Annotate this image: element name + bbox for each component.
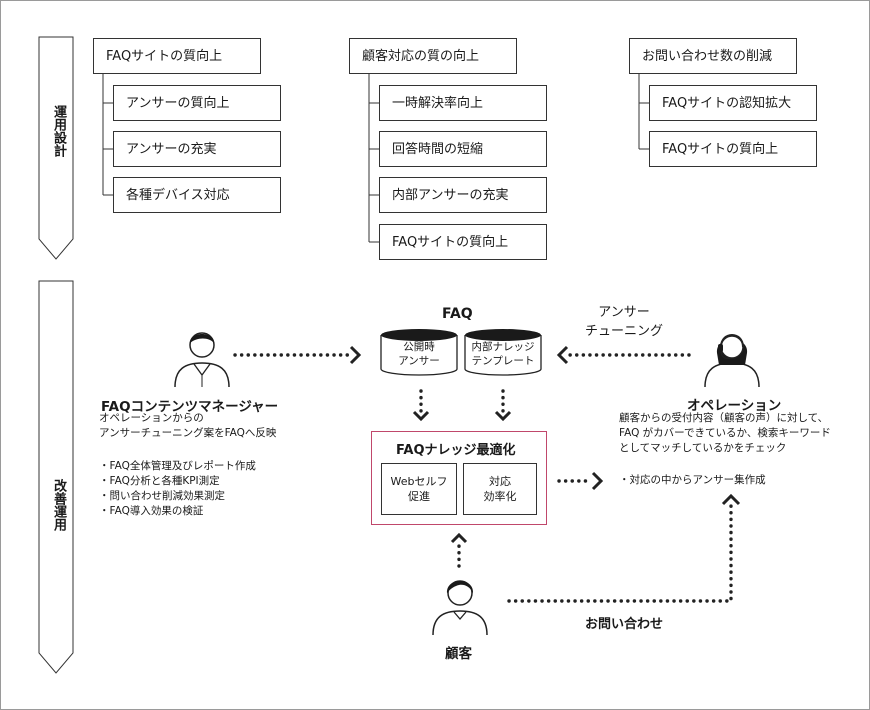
manager-task: ・問い合わせ削減効果測定 [99,490,225,502]
db-label-line: 内部ナレッジ [471,341,535,353]
phase-label-improvement-operation: 改善運用 [51,479,66,531]
manager-task: ・FAQ導入効果の検証 [99,505,204,517]
operator-headset-icon [704,334,760,387]
inquiry-label: お問い合わせ [585,617,664,632]
operation-task: ・対応の中からアンサー集作成 [619,474,766,486]
goal-header-faq-site: FAQサイトの質向上 [93,38,261,74]
efficiency-line: 効率化 [483,490,517,503]
manager-title: FAQコンテンツマネージャー [101,399,279,415]
manager-person-icon [174,332,230,387]
operation-desc: 顧客からの受付内容（顧客の声）に対して、 FAQ がカバーできているか、検索キー… [619,411,831,456]
arrowheads [349,345,741,544]
faq-title: FAQ [442,306,473,322]
tuning-label: アンサー チューニング [584,303,664,341]
self-service-line: Webセルフ [390,475,448,488]
operation-desc-line: としてマッチしているかをチェック [619,442,787,454]
manager-desc-line: アンサーチューニング案をFAQへ反映 [99,427,277,439]
goal-item: FAQサイトの認知拡大 [649,85,817,121]
db-label-line: アンサー [398,355,440,367]
database-icon [380,329,458,376]
tree-connectors-col2 [368,73,379,243]
goal-item: 各種デバイス対応 [113,177,281,213]
phase-arrow-improvement-operation [38,280,74,674]
goal-item: アンサーの充実 [113,131,281,167]
manager-task: ・FAQ全体管理及びレポート作成 [99,460,256,472]
goal-item: 回答時間の短縮 [379,131,547,167]
manager-desc-line: オペレーションからの [99,412,204,424]
phase-label-operation-design: 運用設計 [51,105,66,157]
efficiency-line: 対応 [489,475,511,488]
phase-arrow-operation-design [38,36,74,260]
tree-connectors-col3 [638,73,649,150]
db-label-line: テンプレート [471,355,535,367]
manager-tasks: ・FAQ全体管理及びレポート作成 ・FAQ分析と各種KPI測定 ・問い合わせ削減… [99,459,256,519]
goal-item: アンサーの質向上 [113,85,281,121]
tree-connectors-col1 [102,73,113,196]
tuning-label-line: チューニング [584,324,663,339]
tuning-label-line: アンサー [598,305,650,320]
efficiency-box: 対応効率化 [463,463,537,515]
db-label-line: 公開時 [403,341,435,353]
goal-item: 内部アンサーの充実 [379,177,547,213]
manager-task: ・FAQ分析と各種KPI測定 [99,475,220,487]
operation-title: オペレーション [687,398,782,414]
operation-desc-line: 顧客からの受付内容（顧客の声）に対して、 [619,412,829,424]
database-public-answer: 公開時アンサー [379,327,459,377]
self-service-line: 促進 [407,490,430,503]
goal-header-customer-service: 顧客対応の質の向上 [349,38,517,74]
goal-header-inquiry-reduction: お問い合わせ数の削減 [629,38,797,74]
goal-item: 一時解決率向上 [379,85,547,121]
self-service-box: Webセルフ促進 [381,463,457,515]
database-icon [464,329,542,376]
dotted-arrow-inquiry-route [507,501,733,603]
customer-person-icon [432,580,488,635]
operation-desc-line: FAQ がカバーできているか、検索キーワード [619,427,831,439]
optimization-title: FAQナレッジ最適化 [396,443,516,458]
goal-item: FAQサイトの質向上 [649,131,817,167]
manager-desc: オペレーションからの アンサーチューニング案をFAQへ反映 [99,411,276,441]
goal-item: FAQサイトの質向上 [379,224,547,260]
customer-title: 顧客 [445,646,472,662]
database-internal-knowledge: 内部ナレッジテンプレート [463,327,543,377]
